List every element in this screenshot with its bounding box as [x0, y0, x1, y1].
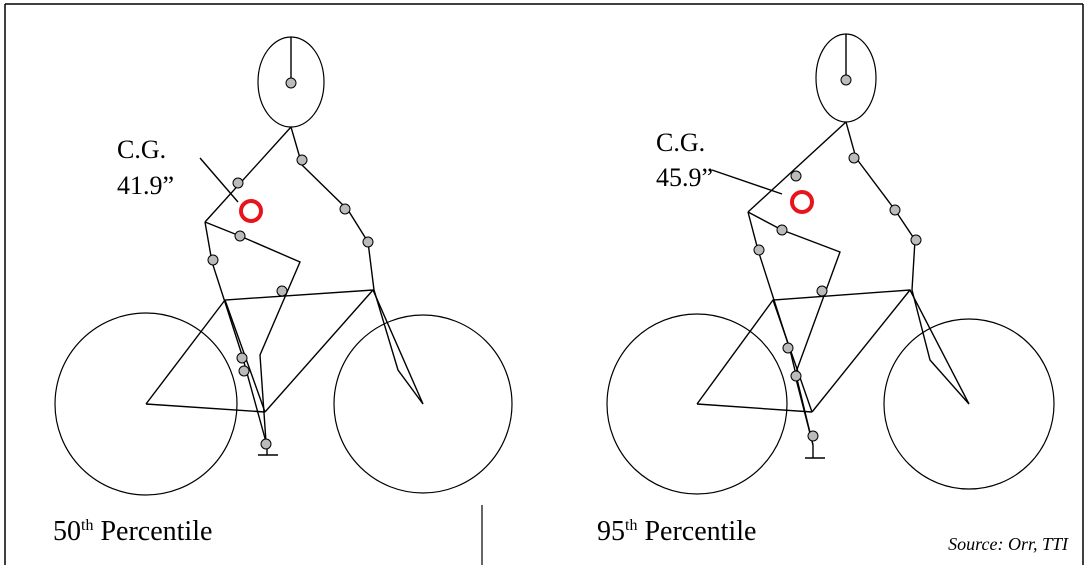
joint-marker: [232, 177, 244, 189]
cg-value: 45.9”: [656, 163, 713, 192]
percentile-suffix: th: [625, 517, 637, 534]
arm: [855, 157, 970, 405]
percentile-caption: 50th Percentile: [53, 516, 212, 547]
torso-back: [747, 121, 847, 213]
figure-50th-percentile: C.G. 41.9” 50th Percentile: [53, 36, 513, 547]
joint-marker: [753, 244, 765, 256]
joint-marker: [790, 170, 802, 182]
joint-marker: [910, 234, 922, 246]
joint-marker: [889, 204, 901, 216]
percentile-word: Percentile: [637, 516, 756, 547]
joint-marker: [776, 224, 788, 236]
percentile-number: 95: [597, 516, 625, 547]
rear-wheel: [606, 313, 788, 495]
joint-marker: [848, 152, 860, 164]
bike-chainstay: [145, 403, 266, 413]
rear-wheel: [54, 312, 238, 496]
cg-label: C.G.: [117, 135, 166, 164]
cg-leader-line: [711, 169, 783, 195]
joint-marker: [236, 352, 248, 364]
bicycle: [606, 289, 1055, 495]
joint-marker: [816, 285, 828, 297]
rider-skeleton: [199, 36, 424, 456]
joint-markers: [753, 74, 922, 442]
bike-chainstay: [696, 403, 813, 413]
cg-marker: [239, 199, 263, 223]
front-wheel: [883, 318, 1055, 490]
joint-marker: [790, 370, 802, 382]
bike-frame: [696, 289, 970, 405]
cg-marker: [790, 190, 814, 214]
bike-downtube: [811, 289, 911, 413]
bike-downtube: [264, 289, 374, 413]
joint-marker: [276, 285, 288, 297]
percentile-caption: 95th Percentile: [597, 516, 756, 547]
bicycle: [54, 289, 513, 496]
lower-leg: [747, 211, 814, 446]
joint-marker: [807, 430, 819, 442]
percentile-number: 50: [53, 516, 81, 547]
arm: [301, 164, 424, 405]
joint-marker: [260, 438, 272, 450]
joint-marker: [362, 236, 374, 248]
upper-leg: [204, 221, 301, 443]
percentile-suffix: th: [81, 517, 93, 534]
joint-marker: [339, 203, 351, 215]
bike-frame: [145, 289, 424, 405]
lower-leg: [204, 221, 267, 443]
joint-marker: [207, 254, 219, 266]
joint-marker: [840, 74, 852, 86]
cg-value: 41.9”: [117, 171, 174, 200]
rider-skeleton: [711, 33, 970, 459]
figure-95th-percentile: C.G. 45.9” 95th Percentile: [597, 33, 1055, 547]
joint-marker: [285, 77, 297, 89]
source-credit: Source: Orr, TTI: [948, 534, 1069, 554]
front-wheel: [333, 314, 513, 494]
torso-front: [845, 121, 857, 159]
joint-marker: [238, 365, 250, 377]
percentile-word: Percentile: [93, 516, 212, 547]
joint-marker: [782, 342, 794, 354]
cg-label: C.G.: [656, 128, 705, 157]
joint-marker: [234, 230, 246, 242]
torso-back: [204, 126, 292, 223]
joint-markers: [207, 77, 374, 450]
cg-leader-line: [199, 157, 239, 203]
joint-marker: [296, 154, 308, 166]
